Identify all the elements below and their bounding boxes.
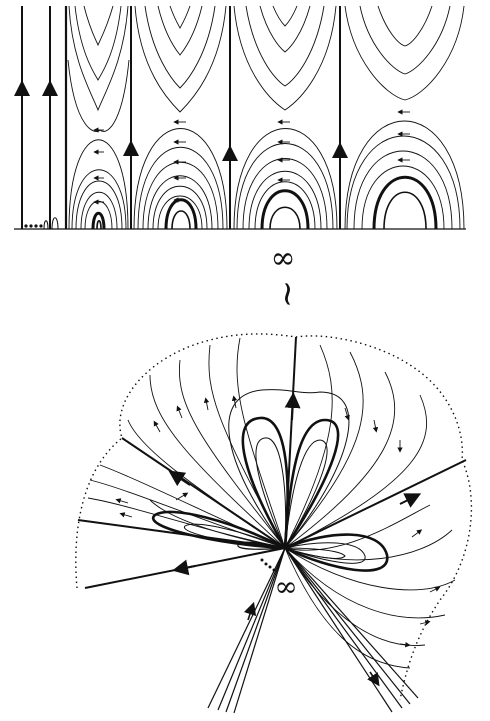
arrow-icon: [203, 397, 210, 411]
petal-right: [284, 533, 389, 572]
petal-upper-outer: [228, 389, 350, 549]
arrow-icon: [172, 559, 196, 576]
arrow-icon: [176, 405, 183, 419]
arrow-icon: [399, 641, 411, 648]
tiny-loop: [43, 220, 49, 230]
arrow-icon: [419, 620, 431, 626]
cell-1-flows: [67, 5, 130, 230]
ray-right: [284, 459, 467, 549]
arrow-icon: [429, 586, 441, 593]
left-sector-flows: [127, 337, 286, 549]
cell-2-flows: [133, 5, 228, 230]
arrow-icon: [284, 392, 301, 421]
petal-upper-right-inner: [284, 439, 328, 549]
petal-upper-left: [241, 416, 289, 549]
right-sector-flows: [284, 344, 427, 549]
infinity-symbol-top: ∞: [271, 241, 296, 276]
cell-3-flows: [233, 5, 338, 230]
equivalence-symbol: ~: [268, 280, 308, 309]
arrow-icon: [153, 420, 161, 433]
ellipsis-dots: [24, 224, 43, 228]
arrow-icon: [119, 512, 133, 518]
arrow-icon: [344, 407, 350, 421]
lower-right-beam: [284, 547, 419, 713]
arrow-icon: [372, 419, 379, 433]
arrow-icon: [115, 498, 129, 504]
center-dots: [260, 558, 276, 572]
petal-upper-left-inner: [255, 437, 287, 549]
cell-4-flows: [344, 5, 465, 230]
top-strip-portrait: [14, 5, 466, 230]
arrow-icon: [411, 529, 423, 538]
petal-upper-right: [283, 418, 340, 549]
arrow-icon: [175, 492, 189, 501]
infinity-symbol-bottom: ∞: [274, 570, 297, 603]
arrow-icon: [399, 493, 422, 508]
petal-right-inner: [284, 542, 366, 564]
arrow-icon: [243, 601, 257, 621]
arrow-icon: [168, 470, 191, 487]
bottom-flower-portrait: [75, 333, 473, 714]
left-middle-flows: [87, 464, 286, 549]
arrow-icon: [367, 671, 380, 687]
tiny-loop: [51, 217, 59, 230]
lower-left-beam: [207, 547, 286, 714]
arrow-icon: [231, 395, 238, 409]
